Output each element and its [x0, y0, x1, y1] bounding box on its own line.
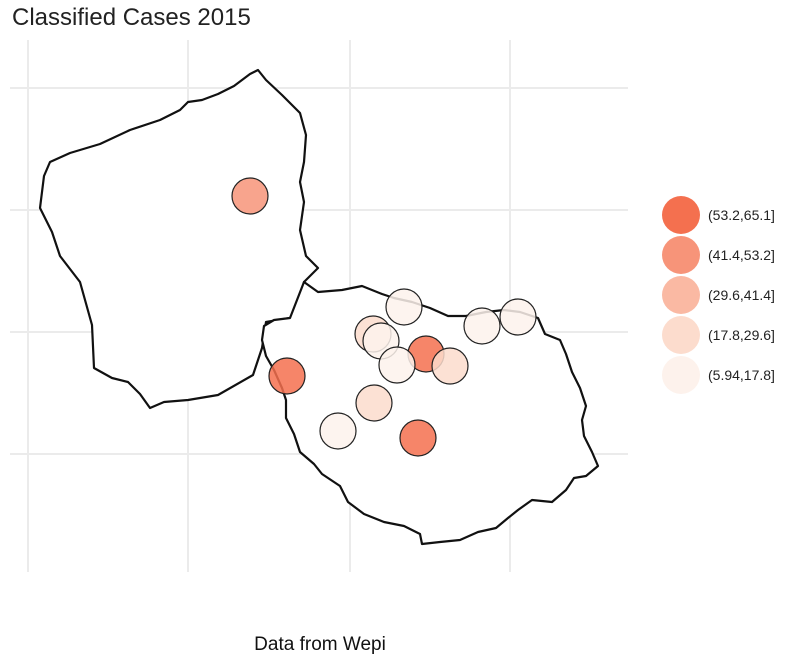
- case-marker: [499, 298, 537, 336]
- case-marker: [231, 177, 269, 215]
- region-ile-de-france: [260, 280, 600, 546]
- legend-swatch: [662, 276, 700, 314]
- case-marker: [463, 307, 501, 345]
- case-marker: [268, 357, 306, 395]
- legend-item: (41.4,53.2]: [662, 235, 775, 275]
- legend-swatch: [662, 196, 700, 234]
- map-caption: Data from Wepi: [254, 634, 386, 655]
- region-hauts-de-france: [38, 68, 320, 410]
- map-title: Classified Cases 2015: [12, 4, 251, 31]
- case-marker: [431, 347, 469, 385]
- case-markers: [231, 177, 537, 457]
- legend-item: (53.2,65.1]: [662, 195, 775, 235]
- legend-label: (29.6,41.4]: [708, 287, 775, 303]
- legend-item: (29.6,41.4]: [662, 275, 775, 315]
- legend-swatch: [662, 356, 700, 394]
- case-marker: [355, 384, 393, 422]
- legend: (53.2,65.1] (41.4,53.2] (29.6,41.4] (17.8,2…: [662, 195, 775, 395]
- legend-label: (53.2,65.1]: [708, 207, 775, 223]
- case-marker: [319, 412, 357, 450]
- legend-item: (17.8,29.6]: [662, 315, 775, 355]
- legend-label: (5.94,17.8]: [708, 367, 775, 383]
- legend-swatch: [662, 316, 700, 354]
- case-marker: [399, 419, 437, 457]
- legend-swatch: [662, 236, 700, 274]
- case-marker: [385, 288, 423, 326]
- legend-item: (5.94,17.8]: [662, 355, 775, 395]
- legend-label: (17.8,29.6]: [708, 327, 775, 343]
- legend-label: (41.4,53.2]: [708, 247, 775, 263]
- case-marker: [378, 346, 416, 384]
